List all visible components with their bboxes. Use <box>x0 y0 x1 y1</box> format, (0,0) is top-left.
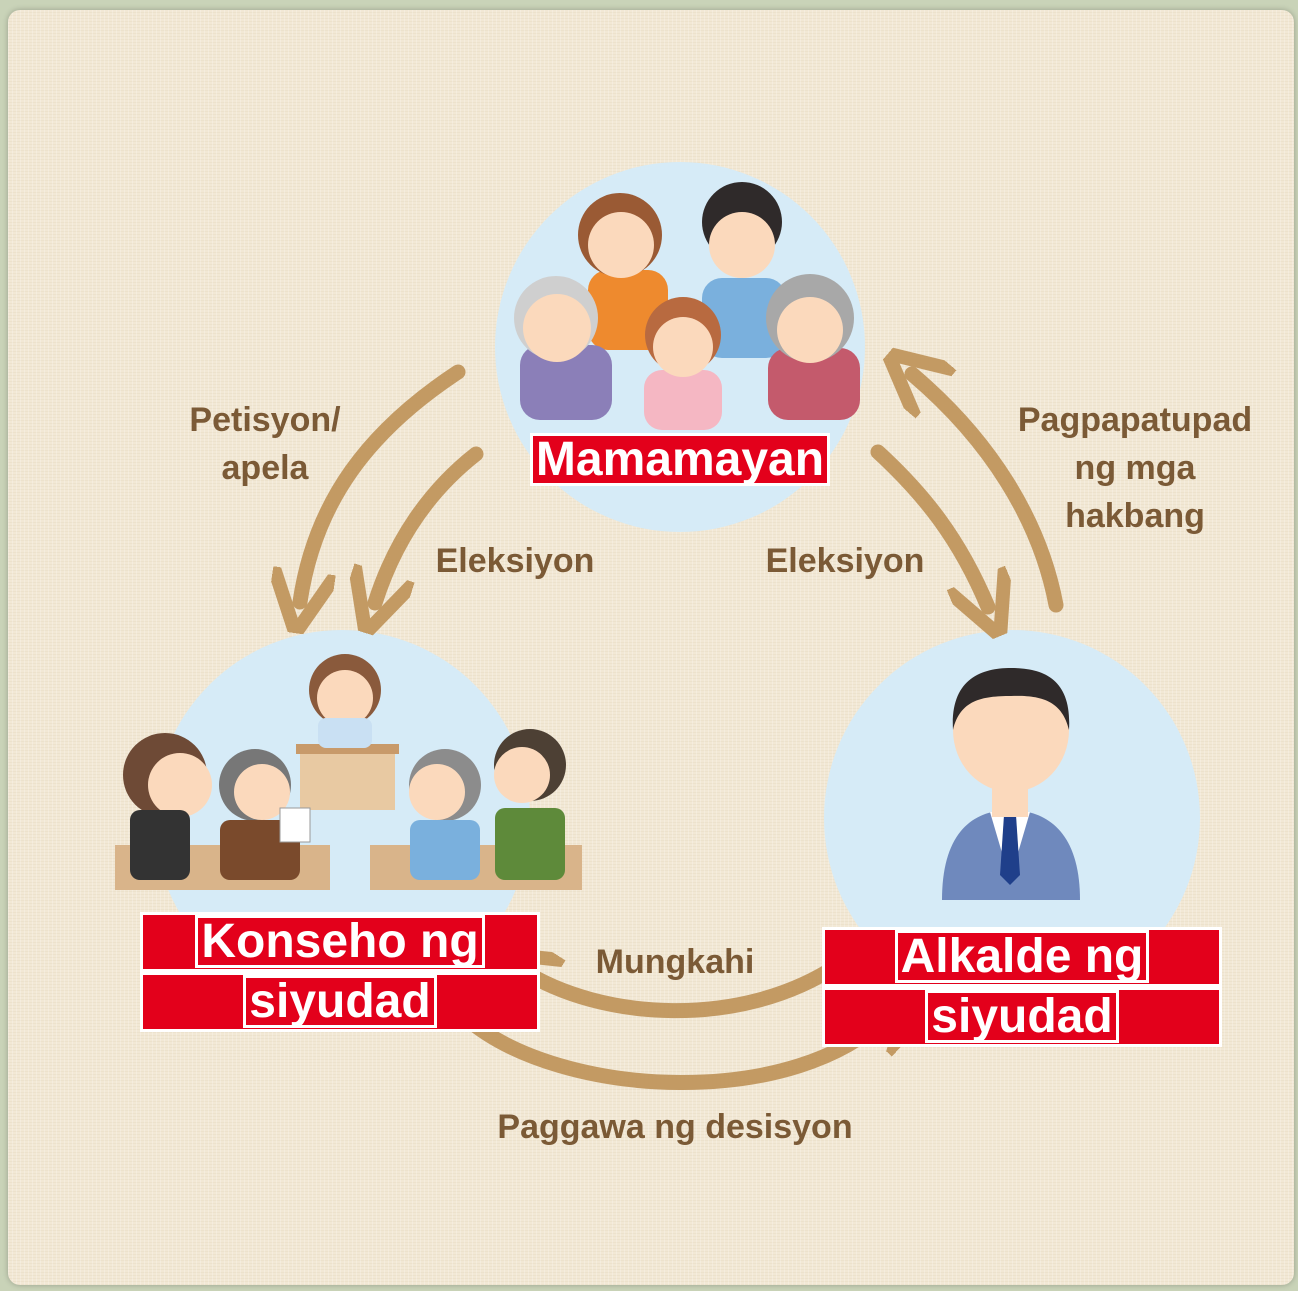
arrow-election-mayor <box>870 444 988 607</box>
council-title: Konseho ng siyudad <box>140 912 540 1032</box>
arrow-petition <box>300 364 466 602</box>
arrow-election-council <box>375 446 484 603</box>
decision-label: Paggawa ng desisyon <box>497 1108 853 1146</box>
election-council-label: Eleksiyon <box>435 542 595 580</box>
mayor-illustration <box>942 668 1080 900</box>
council-illustration <box>115 654 582 890</box>
election-mayor-label: Eleksiyon <box>765 542 925 580</box>
arrow-implementation <box>912 374 1064 613</box>
implementation-label: Pagpapatupad ng mga hakbang <box>1017 401 1253 535</box>
proposal-label: Mungkahi <box>595 943 755 981</box>
citizens-illustration <box>514 182 860 430</box>
mayor-title: Alkalde ng siyudad <box>822 927 1222 1047</box>
citizens-title: Mamamayan <box>480 432 880 488</box>
petition-label: Petisyon/ apela <box>189 401 341 487</box>
arrow-proposal <box>522 965 846 1019</box>
